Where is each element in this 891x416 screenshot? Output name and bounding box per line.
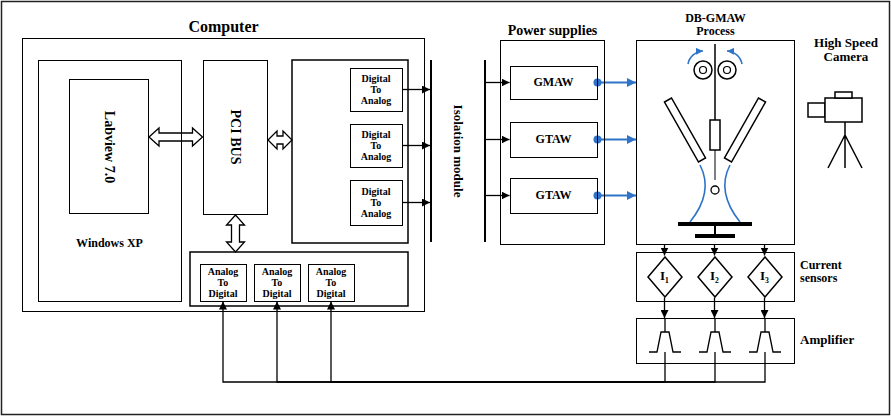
- gtaw-torch: [665, 98, 706, 162]
- diamond-outline: [698, 257, 732, 297]
- current-arrow: [664, 245, 665, 256]
- diamond-outline: [648, 257, 682, 297]
- process-box: DB-GMAW Process: [636, 40, 795, 245]
- signal-arrow: [486, 195, 510, 196]
- sensor-panel: Current sensorsI₁I₂I₃: [636, 252, 795, 302]
- current-sensor-diamond: I₂: [697, 256, 733, 298]
- box-label: Isolation module: [451, 105, 465, 198]
- heading-label: Computer: [188, 18, 258, 36]
- box-label: Labview 7.0: [101, 110, 116, 182]
- power-arrow: [598, 139, 637, 141]
- signal-arrow: [486, 82, 510, 83]
- signal-arrow: [403, 202, 431, 203]
- amplifier-symbol: [699, 318, 731, 364]
- power-arrow: [598, 82, 637, 84]
- camera-lens: [808, 103, 825, 117]
- camera-body: [825, 98, 862, 122]
- power-arrow: [598, 195, 637, 197]
- device-label: High Speed Camera: [804, 36, 888, 65]
- current-arrow: [714, 245, 715, 256]
- box-label: I₂: [710, 269, 719, 283]
- converter-box: Digital To Analog: [350, 180, 403, 226]
- amplifier-symbol: [649, 318, 681, 364]
- converter-group-box: [292, 60, 408, 243]
- feedback-wire: [277, 302, 715, 383]
- gtaw-torch: [725, 98, 766, 162]
- sensor-wire: [664, 298, 665, 319]
- current-sensor-diamond: I₃: [747, 256, 783, 298]
- heading-label: Power supplies: [508, 23, 598, 38]
- converter-box: Digital To Analog: [350, 68, 403, 112]
- diamond-outline: [748, 257, 782, 297]
- signal-arrow: [403, 145, 431, 146]
- bus-box: PCI BUS: [203, 60, 268, 215]
- amplifier-symbol: [749, 318, 781, 364]
- rotation-arrow: [727, 51, 742, 64]
- bus-arrow: [227, 215, 245, 252]
- feed-roller: [700, 67, 707, 74]
- droplet: [711, 186, 719, 194]
- box-label: GTAW: [536, 133, 572, 146]
- side-label: Current sensors: [800, 259, 874, 285]
- os-box: Windows XP Labview 7.0: [38, 60, 182, 302]
- current-arrow: [764, 245, 765, 256]
- box-label: Analog To Digital: [259, 266, 296, 299]
- current-sensor-diamond: I₁: [647, 256, 683, 298]
- power-supply-box: GTAW: [510, 178, 598, 214]
- welding-wire: [715, 150, 716, 180]
- bus-arrow: [268, 131, 292, 149]
- power-supply-panel: Power suppliesGMAWGTAWGTAW: [500, 40, 605, 245]
- computer-box: ComputerWindows XPLabview 7.0PCI BUSDigi…: [22, 38, 425, 312]
- box-label: Analog To Digital: [313, 266, 350, 299]
- sensor-wire: [764, 298, 765, 319]
- workpiece-stand: [695, 234, 735, 238]
- gmaw-torch: [710, 120, 720, 150]
- box-label: GTAW: [536, 189, 572, 202]
- box-label: Digital To Analog: [357, 186, 396, 219]
- bus-arrow: [149, 128, 203, 146]
- feedback-wire: [223, 302, 665, 383]
- workpiece-stand: [714, 226, 716, 234]
- converter-box: Analog To Digital: [254, 264, 301, 302]
- box-label: GMAW: [534, 76, 574, 89]
- signal-arrow: [486, 139, 510, 140]
- signal-arrow: [403, 89, 431, 90]
- power-supply-box: GTAW: [510, 122, 598, 158]
- arc: [690, 165, 705, 222]
- feed-roller: [718, 61, 736, 79]
- isolation-band: Isolation module: [430, 60, 486, 242]
- side-label: Amplifier: [800, 333, 880, 347]
- feed-roller: [724, 67, 731, 74]
- box-label: Analog To Digital: [205, 266, 242, 299]
- box-label: PCI BUS: [227, 110, 242, 165]
- amplifier-box: Amplifier: [636, 318, 795, 364]
- box-label: Digital To Analog: [357, 129, 396, 162]
- box-label: I₁: [660, 269, 669, 283]
- converter-box: Analog To Digital: [200, 264, 247, 302]
- heading-label: DB-GMAW Process: [674, 12, 758, 38]
- converter-box: Digital To Analog: [350, 124, 403, 168]
- rotation-arrow: [688, 51, 703, 64]
- software-box: Labview 7.0: [69, 79, 149, 214]
- box-label: Digital To Analog: [357, 73, 396, 106]
- sensor-wire: [714, 298, 715, 319]
- box-label: Windows XP: [39, 237, 181, 250]
- feedback-wire: [331, 302, 765, 383]
- workpiece: [678, 222, 752, 226]
- camera-tripod: [828, 122, 862, 168]
- arc: [725, 165, 740, 222]
- converter-box: Analog To Digital: [308, 264, 355, 302]
- converter-group-box: [190, 252, 408, 306]
- feed-roller: [694, 61, 712, 79]
- camera-viewfinder: [835, 92, 852, 98]
- power-supply-box: GMAW: [510, 66, 598, 100]
- box-label: I₃: [760, 269, 769, 283]
